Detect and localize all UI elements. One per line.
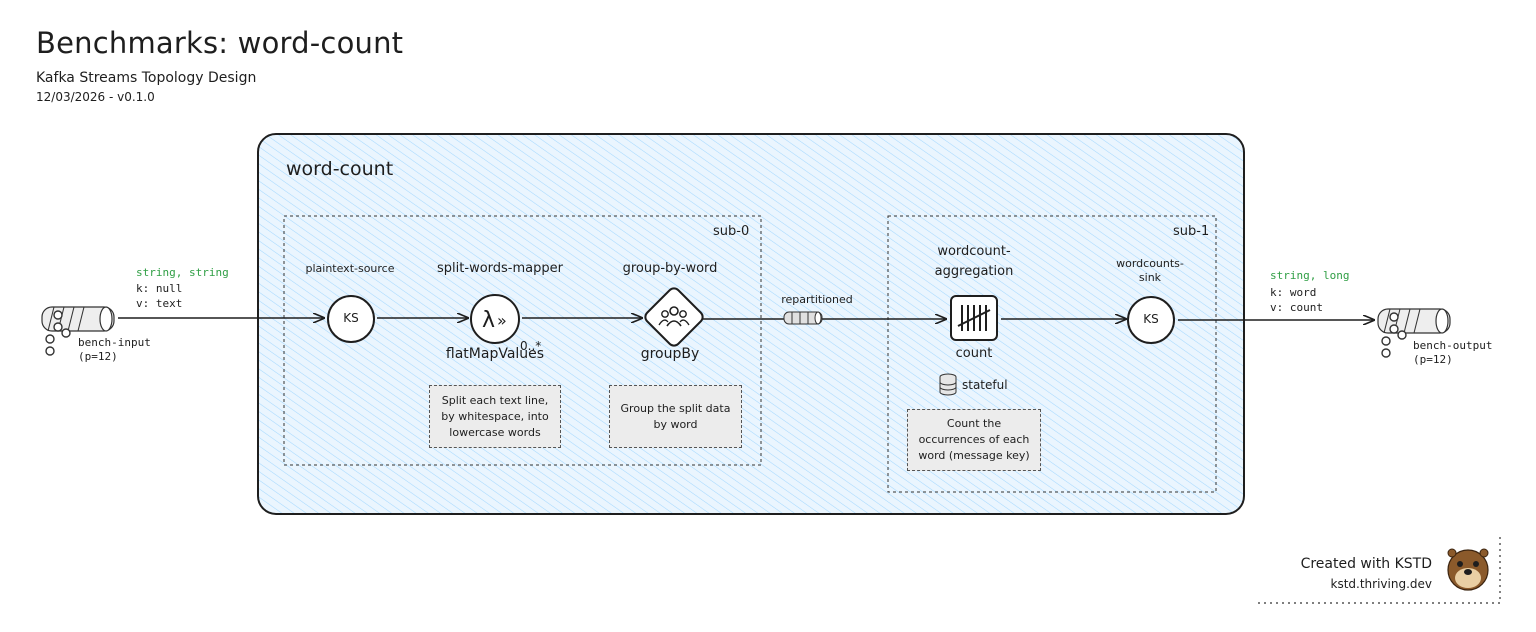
topology-box xyxy=(257,133,1245,515)
state-label: stateful xyxy=(962,378,1008,392)
aggregation-op: count xyxy=(955,346,993,361)
input-key: k: null xyxy=(136,282,183,295)
sub-0-box xyxy=(283,215,762,466)
aggregation-note-line: Count the xyxy=(946,417,1002,430)
footer-divider xyxy=(1258,536,1501,604)
output-key: k: word xyxy=(1270,286,1317,299)
sub-1-label: sub-1 xyxy=(1173,224,1210,239)
aggregation-note-line: word (message key) xyxy=(918,449,1030,462)
tally-icon xyxy=(950,295,998,341)
topology-name: word-count xyxy=(286,158,394,180)
sink-node xyxy=(1127,296,1175,344)
kafka-topic-icon xyxy=(41,306,115,356)
aggregation-note-line: occurrences of each xyxy=(918,433,1030,446)
sink-name-line1: wordcounts- xyxy=(1116,257,1184,270)
sink-name-line2: sink xyxy=(1138,271,1162,284)
input-topic-partitions: (p=12) xyxy=(78,350,118,363)
output-types: string, long xyxy=(1270,269,1350,282)
mapper-cardinality: 0..* xyxy=(520,339,542,353)
sub-0-label: sub-0 xyxy=(713,224,750,239)
date-version: 12/03/2026 - v0.1.0 xyxy=(36,90,155,104)
footer-url[interactable]: kstd.thriving.dev xyxy=(1330,577,1433,591)
input-types: string, string xyxy=(136,266,229,279)
group-icon xyxy=(644,287,704,347)
output-topic-partitions: (p=12) xyxy=(1413,353,1453,366)
database-icon xyxy=(939,373,957,396)
ks-icon-text: KS xyxy=(343,311,359,325)
otter-logo xyxy=(1447,548,1489,591)
input-value: v: text xyxy=(136,297,183,310)
group-name: group-by-word xyxy=(622,261,718,276)
footer-created: Created with KSTD xyxy=(1300,556,1432,572)
svg-text:λ: λ xyxy=(482,308,495,333)
mapper-note-line: lowercase words xyxy=(449,425,541,439)
output-value: v: count xyxy=(1270,301,1323,314)
sub-1-box xyxy=(887,215,1217,493)
source-name: plaintext-source xyxy=(305,262,395,275)
repartition-topic-icon xyxy=(783,311,823,325)
group-op: groupBy xyxy=(640,346,700,362)
aggregation-note: Count the occurrences of each word (mess… xyxy=(907,409,1041,471)
mapper-op: flatMapValues xyxy=(445,346,545,362)
aggregation-name-line2: aggregation xyxy=(934,264,1014,279)
page-title: Benchmarks: word-count xyxy=(36,26,404,60)
repartition-label: repartitioned xyxy=(781,293,853,306)
input-topic-name: bench-input xyxy=(78,336,151,349)
mapper-note-line: by whitespace, into xyxy=(441,409,549,423)
page-subtitle: Kafka Streams Topology Design xyxy=(36,70,257,86)
svg-text:»: » xyxy=(497,311,507,330)
mapper-note-line: Split each text line, xyxy=(441,393,549,407)
ks-icon-text: KS xyxy=(1143,312,1159,326)
aggregation-name-line1: wordcount- xyxy=(937,244,1011,259)
mapper-name: split-words-mapper xyxy=(437,261,563,276)
output-topic-name: bench-output xyxy=(1413,339,1493,352)
mapper-note: Split each text line, by whitespace, int… xyxy=(429,385,561,448)
source-node xyxy=(327,295,375,343)
group-note-line: by word xyxy=(653,417,698,431)
lambda-icon: λ » xyxy=(470,294,520,344)
kafka-topic-icon xyxy=(1377,308,1451,358)
group-note-line: Group the split data xyxy=(620,401,731,415)
group-note: Group the split data by word xyxy=(609,385,742,448)
